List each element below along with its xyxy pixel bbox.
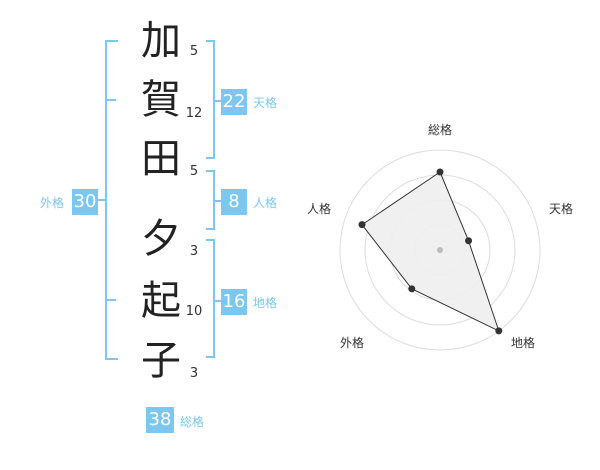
tenkaku-label: 天格 bbox=[253, 96, 278, 110]
jinkaku-value-badge: 8 bbox=[221, 189, 247, 215]
stroke-count-4: 3 bbox=[189, 244, 199, 259]
stroke-count-2: 12 bbox=[185, 106, 203, 121]
gaikaku-value-badge: 30 bbox=[72, 189, 98, 215]
radar-point bbox=[495, 327, 503, 335]
soukaku-value-badge: 38 bbox=[146, 407, 174, 433]
radar-point bbox=[358, 221, 366, 229]
stroke-count-3: 5 bbox=[189, 164, 199, 179]
stroke-count-6: 3 bbox=[189, 366, 199, 381]
radar-area bbox=[361, 171, 500, 332]
name-char-4: 夕 bbox=[141, 216, 181, 262]
chikaku-label: 地格 bbox=[253, 296, 278, 310]
radar-axis-label-tenkaku: 天格 bbox=[549, 202, 574, 216]
jinkaku-label: 人格 bbox=[253, 196, 278, 210]
soukaku-label: 総格 bbox=[180, 415, 205, 429]
chikaku-value-badge: 16 bbox=[221, 289, 247, 315]
name-char-6: 子 bbox=[141, 338, 181, 384]
radar-center-dot bbox=[437, 247, 443, 253]
name-char-1: 加 bbox=[141, 18, 181, 64]
tenkaku-bracket bbox=[206, 40, 215, 159]
name-char-3: 田 bbox=[141, 136, 181, 182]
radar-point bbox=[465, 237, 473, 245]
name-char-5: 起 bbox=[141, 278, 181, 324]
radar-point bbox=[436, 168, 444, 176]
radar-axis-label-gaikaku: 外格 bbox=[340, 336, 365, 350]
radar-points bbox=[358, 168, 503, 335]
stroke-count-1: 5 bbox=[189, 44, 199, 59]
name-char-2: 賀 bbox=[141, 77, 181, 123]
radar-axis-label-soukaku: 総格 bbox=[428, 123, 453, 137]
stroke-count-5: 10 bbox=[185, 304, 203, 319]
radar-ring bbox=[339, 149, 541, 351]
radar-point bbox=[408, 285, 416, 293]
radar-axis-label-jinkaku: 人格 bbox=[307, 202, 332, 216]
chikaku-bracket bbox=[206, 239, 215, 358]
gaikaku-label: 外格 bbox=[40, 196, 65, 210]
radar-axis-label-chikaku: 地格 bbox=[511, 336, 536, 350]
tenkaku-value-badge: 22 bbox=[221, 89, 247, 115]
